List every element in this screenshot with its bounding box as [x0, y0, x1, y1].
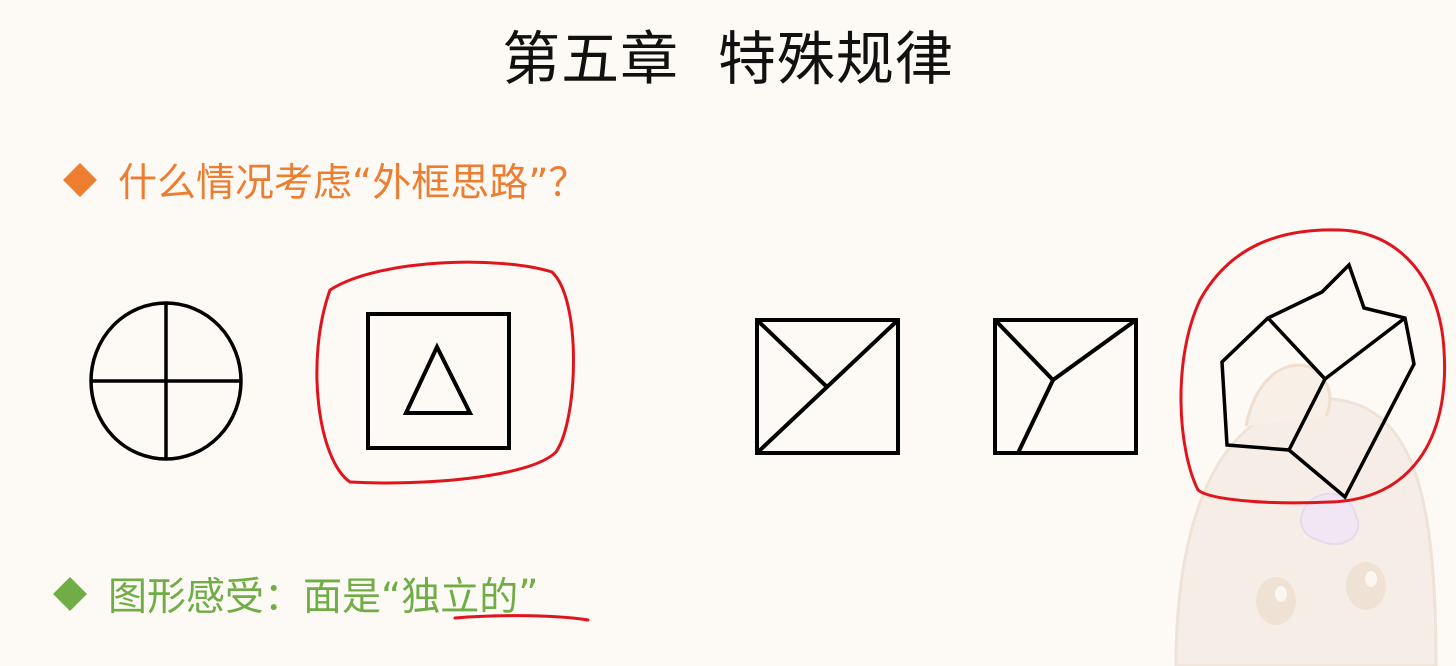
red-underline-annotation [453, 614, 590, 622]
figure-square-with-diagonal-lines [755, 318, 900, 455]
figure-irregular-polygon-divided [1220, 261, 1416, 500]
question-bullet: 什么情况考虑“外框思路”？ [62, 152, 587, 208]
figure-circle-with-cross [89, 301, 243, 461]
feeling-highlight-text: 独立的 [401, 575, 519, 620]
feeling-bullet: 图形感受：面是“独立的” [52, 566, 538, 622]
figure-square-with-triangle [366, 312, 511, 450]
decorative-mascot-watermark [1174, 363, 1438, 666]
slide-title: 第五章 特殊规律 [502, 25, 954, 93]
figure-square-with-y-lines [993, 318, 1138, 455]
red-circle-annotation-figure-5 [1179, 228, 1447, 505]
feeling-suffix-text: ” [518, 571, 539, 617]
feeling-prefix-text: 图形感受：面是“ [108, 575, 402, 620]
red-circle-annotation-figure-2 [315, 260, 575, 485]
green-diamond-bullet-icon [53, 577, 87, 611]
question-text: 什么情况考虑“外框思路”？ [118, 161, 588, 206]
